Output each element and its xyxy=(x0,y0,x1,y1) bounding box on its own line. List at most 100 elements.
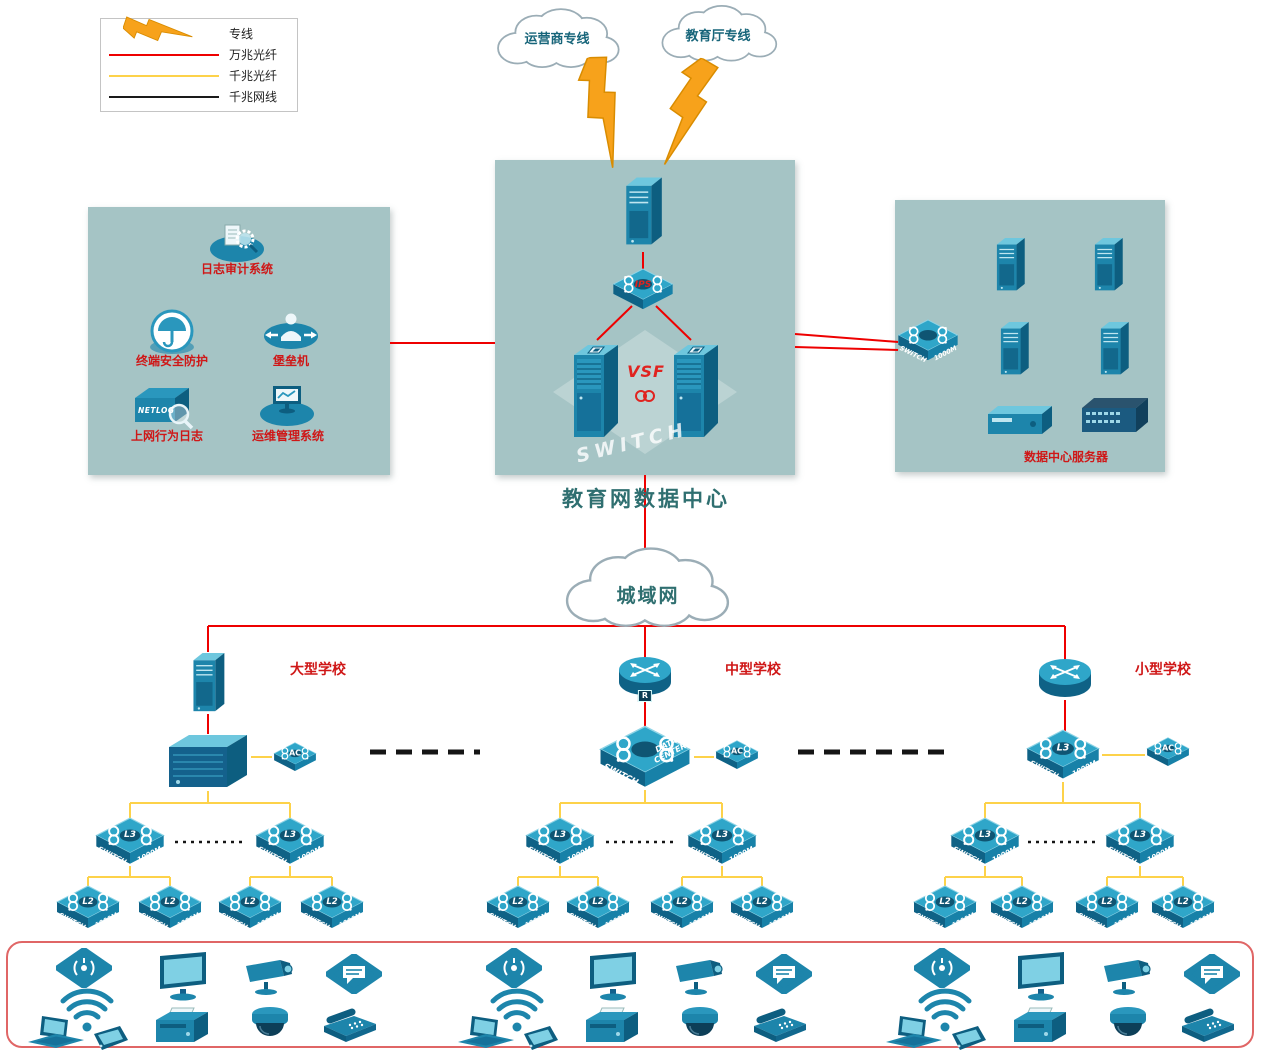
small-school-core-switch: L3 SWITCH 1000M xyxy=(1025,729,1101,782)
1g-fiber-line-sample xyxy=(109,66,221,86)
switch-level-label: L3 xyxy=(1056,742,1070,754)
l2-switch: L2 SWITCH 1000M xyxy=(485,885,551,931)
desktop-monitor-icon xyxy=(584,952,644,1002)
l2-switch: L2 SWITCH 1000M xyxy=(565,885,631,931)
l2-switch: L2 SWITCH 1000M xyxy=(912,885,978,931)
server-zone-switch: SWITCH 1000M xyxy=(896,319,960,364)
core-switch-server-a xyxy=(566,341,626,441)
l3-switch: L3 SWITCH 1000M xyxy=(949,817,1021,867)
legend-label: 千兆光纤 xyxy=(229,69,278,83)
server-zone-label: 数据中心服务器 xyxy=(1023,450,1109,464)
small-school-router xyxy=(1039,658,1091,700)
datacenter-server xyxy=(992,236,1028,294)
wireless-controller: AC xyxy=(715,740,759,771)
switch-level-label: L2 xyxy=(592,896,604,907)
log-audit-label: 日志审计系统 xyxy=(200,262,274,276)
dome-camera-icon xyxy=(246,1004,294,1046)
vsf-link-icon xyxy=(632,388,658,404)
ip-phone-icon xyxy=(320,1008,380,1046)
l2-switch: L2 SWITCH 1000M xyxy=(1150,885,1216,931)
wireless-ap-icon xyxy=(486,948,542,988)
l2-switch: L2 SWITCH 1000M xyxy=(55,885,121,931)
legend-row-10g: 万兆光纤 xyxy=(109,45,289,65)
ptz-camera-icon xyxy=(670,954,728,996)
medium-school-terminals xyxy=(458,946,818,1048)
l2-switch: L2 SWITCH 1000M xyxy=(299,885,365,931)
large-school-terminals xyxy=(28,946,388,1048)
video-chat-icon xyxy=(756,954,812,994)
switch-level-label: L3 xyxy=(284,830,296,840)
l3-switch: L3 SWITCH 1000M xyxy=(254,817,326,867)
l2-switch: L2 SWITCH 1000M xyxy=(1074,885,1140,931)
vsf-label: VSF xyxy=(627,362,665,381)
switch-level-label: L2 xyxy=(676,896,688,907)
man-cloud-label: 城域网 xyxy=(616,585,680,607)
switch-level-label: L3 xyxy=(124,830,136,840)
lightning-icon xyxy=(568,50,644,171)
switch-level-label: L2 xyxy=(1177,896,1189,907)
legend-row-1g-fiber: 千兆光纤 xyxy=(109,66,289,86)
ip-phone-icon xyxy=(750,1008,810,1046)
ips-device: IPS xyxy=(611,268,675,312)
wireless-ap-icon xyxy=(914,948,970,988)
netlog-device: NETLOG xyxy=(129,384,195,430)
printer-icon xyxy=(582,1004,642,1048)
switch-level-label: L2 xyxy=(1101,896,1113,907)
video-chat-icon xyxy=(1184,954,1240,994)
l2-switch: L2 SWITCH 1000M xyxy=(137,885,203,931)
datacenter-title: 教育网数据中心 xyxy=(562,487,730,511)
l3-switch: L3 SWITCH 1000M xyxy=(686,817,758,867)
datacenter-server xyxy=(1090,236,1126,294)
storage-appliance xyxy=(986,404,1054,436)
bastion-host-icon xyxy=(259,308,323,352)
dome-camera-icon xyxy=(676,1004,724,1046)
log-audit-icon xyxy=(205,221,269,265)
legend-row-dedicated: 专线 xyxy=(109,15,289,44)
large-school-gateway xyxy=(188,651,228,715)
small-school-label: 小型学校 xyxy=(1135,662,1191,678)
10g-line-sample xyxy=(109,45,221,65)
video-chat-icon xyxy=(326,954,382,994)
endpoint-security-label: 终端安全防护 xyxy=(135,354,209,368)
laptop-icon xyxy=(458,1016,514,1050)
legend: 专线 万兆光纤 千兆光纤 千兆网线 xyxy=(100,15,298,112)
ip-phone-icon xyxy=(1178,1008,1238,1046)
l2-switch: L2 SWITCH 1000M xyxy=(729,885,795,931)
ac-label: AC xyxy=(1161,743,1175,753)
datacenter-server xyxy=(996,320,1032,378)
l3-switch: L3 SWITCH 1000M xyxy=(1104,817,1176,867)
switch-level-label: L2 xyxy=(164,896,176,907)
endpoint-security-icon xyxy=(146,309,198,355)
laptop-icon xyxy=(886,1016,942,1050)
switch-level-label: L3 xyxy=(716,830,728,840)
wireless-controller: AC xyxy=(1146,737,1190,768)
printer-icon xyxy=(1010,1004,1070,1048)
isp-cloud-label: 运营商专线 xyxy=(524,32,590,47)
lightning-icon xyxy=(657,53,720,172)
legend-label: 千兆网线 xyxy=(229,90,278,104)
desktop-monitor-icon xyxy=(154,952,214,1002)
switch-level-label: L3 xyxy=(1134,830,1146,840)
dome-camera-icon xyxy=(1104,1004,1152,1046)
legend-label: 万兆光纤 xyxy=(229,48,278,62)
legend-row-1g-copper: 千兆网线 xyxy=(109,87,289,107)
1g-copper-line-sample xyxy=(109,87,221,107)
laptop-icon xyxy=(28,1016,84,1050)
bastion-host-label: 堡垒机 xyxy=(272,354,310,368)
smartphone-icon xyxy=(948,1026,988,1052)
netlog-label: 上网行为日志 xyxy=(130,429,204,443)
ac-label: AC xyxy=(730,746,744,756)
wireless-controller: AC xyxy=(273,742,317,773)
ptz-camera-icon xyxy=(240,954,298,996)
smartphone-icon xyxy=(90,1026,130,1052)
core-firewall xyxy=(620,172,666,252)
ptz-camera-icon xyxy=(1098,954,1156,996)
switch-level-label: L2 xyxy=(939,896,951,907)
l3-switch: L3 SWITCH 1000M xyxy=(94,817,166,867)
medium-school-label: 中型学校 xyxy=(725,662,781,678)
medium-school-router: R xyxy=(619,656,671,702)
switch-level-label: L3 xyxy=(979,830,991,840)
l2-switch: L2 SWITCH 1000M xyxy=(649,885,715,931)
switch-level-label: L2 xyxy=(512,896,524,907)
lightning-icon xyxy=(109,15,221,44)
